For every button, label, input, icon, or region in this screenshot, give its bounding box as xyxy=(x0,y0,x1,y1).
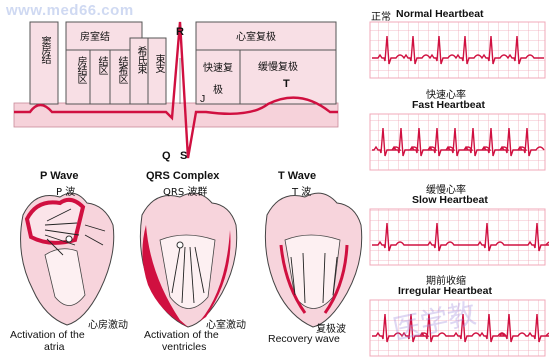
atrial-node-label: 房结区 xyxy=(73,56,88,100)
bundle-label: 束支 xyxy=(151,54,166,88)
heart-p-wave xyxy=(21,193,114,325)
t-wave-title: T Wave xyxy=(278,170,316,182)
p-wave-title: P Wave xyxy=(40,170,79,182)
heart-t-wave xyxy=(265,193,361,327)
base-band xyxy=(14,103,338,127)
qrs-caption-en-1: Activation of the xyxy=(144,329,219,341)
sinus-label: 窦房结 xyxy=(37,36,52,96)
t-letter: T xyxy=(283,78,290,90)
s-letter: S xyxy=(180,150,187,162)
p-caption-en-2: atria xyxy=(44,341,64,353)
ecg-strip-normal xyxy=(370,22,545,78)
node-his-label: 结希区 xyxy=(114,56,129,100)
hearts-illustrations xyxy=(0,185,370,335)
j-letter: J xyxy=(200,93,205,105)
qrs-title-cn: QRS 波群 xyxy=(163,183,207,198)
t-caption-en-1: Recovery wave xyxy=(268,333,340,345)
heart-qrs xyxy=(140,193,236,327)
p-wave-title-cn: P 波 xyxy=(56,183,75,198)
t-wave-title-cn: T 波 xyxy=(292,183,311,198)
p-caption-en-1: Activation of the xyxy=(10,329,85,341)
q-letter: Q xyxy=(162,150,171,162)
nodal-label: 结区 xyxy=(94,56,109,90)
ventricular-repol-label: 心室复极 xyxy=(236,28,276,43)
ecg-strip-fast xyxy=(370,114,545,170)
ecg-strip-slow xyxy=(370,209,549,265)
his-bundle-label: 希氏束 xyxy=(133,46,148,94)
r-letter: R xyxy=(176,26,184,38)
p-caption-cn: 心房激动 xyxy=(88,316,128,331)
qrs-caption-en-2: ventricles xyxy=(162,341,206,353)
slow-label: 缓慢复极 xyxy=(258,58,298,73)
fast-label: 快速复极 xyxy=(202,58,234,102)
av-node-label: 房室结 xyxy=(80,28,110,43)
qrs-title: QRS Complex xyxy=(146,170,219,182)
